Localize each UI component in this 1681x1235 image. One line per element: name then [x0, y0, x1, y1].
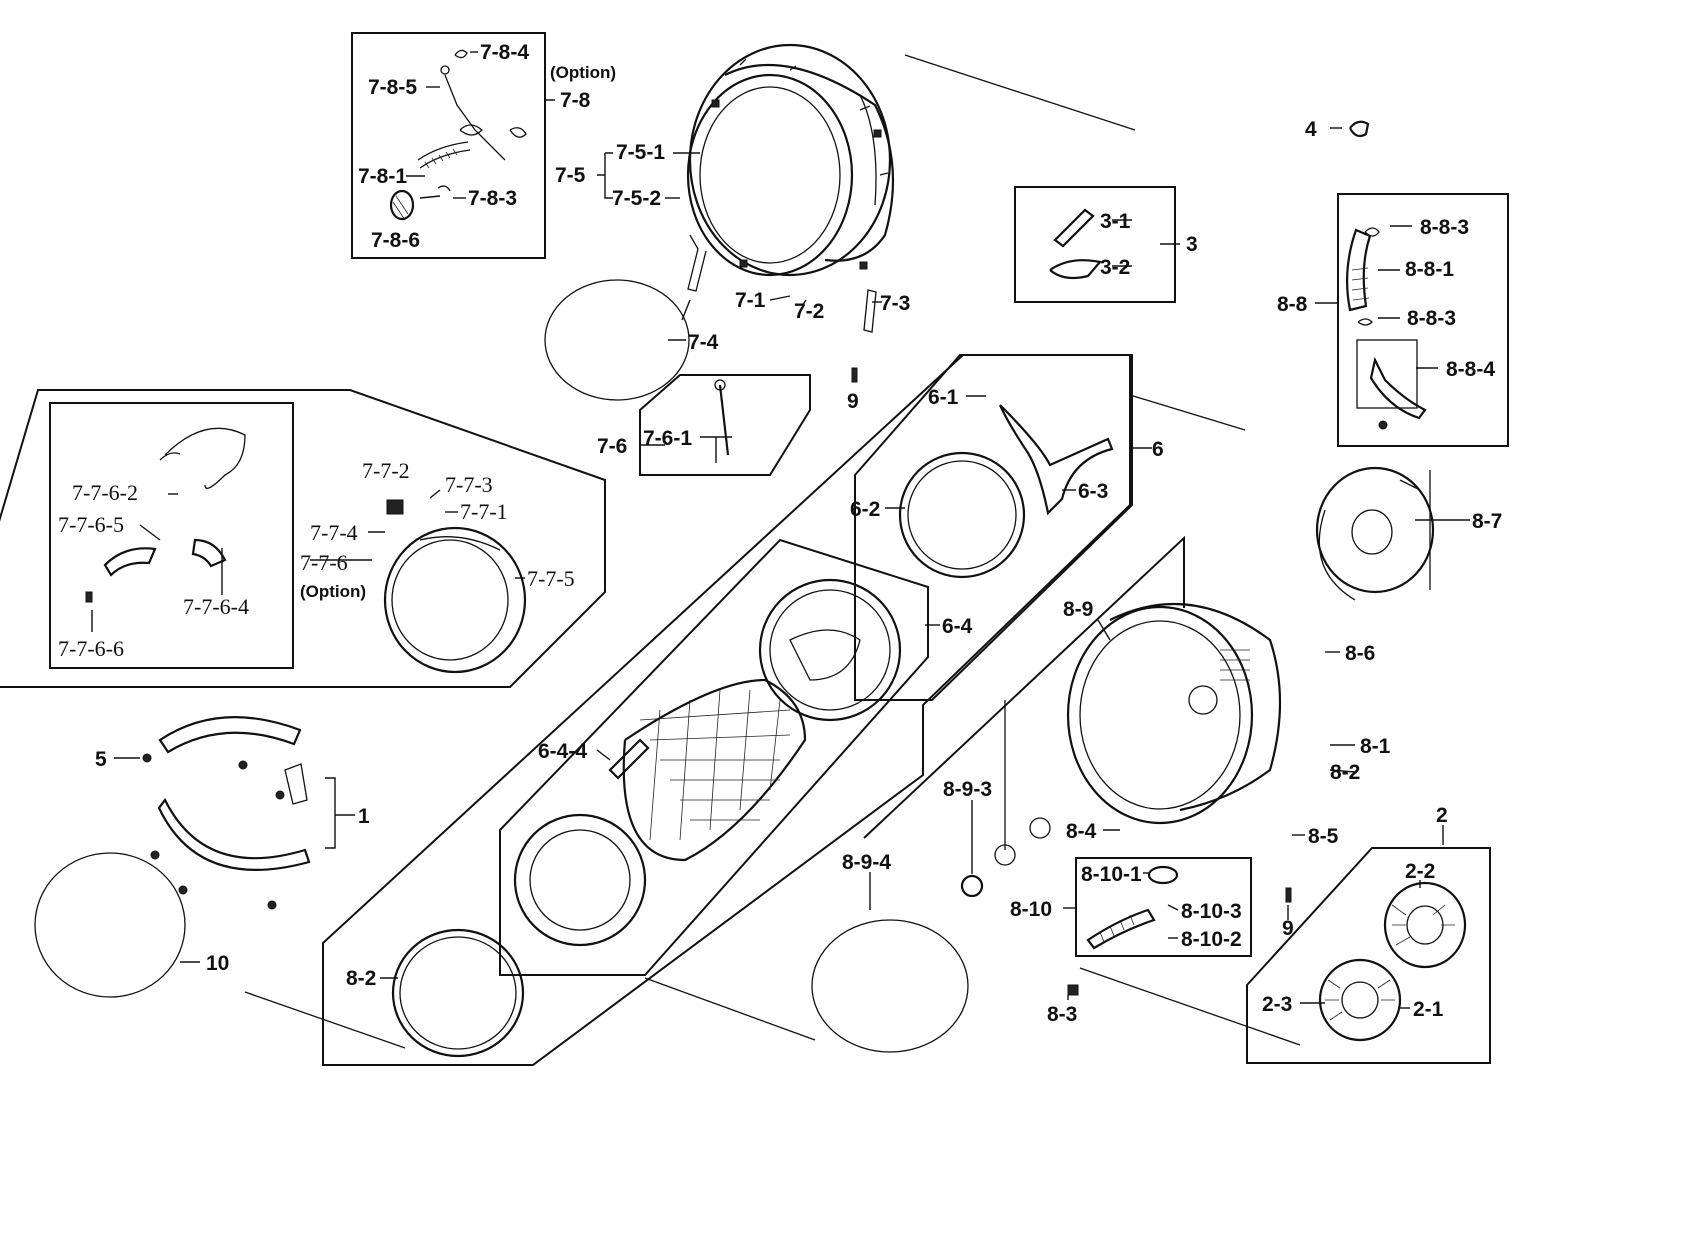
- label-8-10: 8-10: [1010, 898, 1052, 921]
- label-7-2: 7-2: [794, 300, 824, 323]
- label-7-7-6-5: 7-7-6-5: [58, 512, 124, 537]
- label-7-3: 7-3: [880, 292, 910, 315]
- label-7-8-4: 7-8-4: [480, 41, 529, 64]
- label-1: 1: [358, 805, 370, 828]
- part-7-4-ring: [544, 279, 690, 401]
- label-2-1: 2-1: [1413, 998, 1444, 1021]
- part-10-ring: [34, 852, 186, 998]
- box-8-8: [1337, 193, 1509, 447]
- label-7-8-5: 7-8-5: [368, 76, 417, 99]
- label-8-5: 8-5: [1308, 825, 1339, 848]
- box-6: [854, 354, 1133, 701]
- label-7-7-2: 7-7-2: [362, 458, 410, 483]
- part-1-frame: [34, 716, 311, 998]
- label-8-8-4: 8-8-4: [1446, 358, 1495, 381]
- label-7-8: 7-8: [560, 89, 591, 112]
- label-3-2: 3-2: [1100, 256, 1130, 279]
- label-6-1: 6-1: [928, 386, 959, 409]
- box-3: [1014, 186, 1176, 303]
- box-8-9: [811, 535, 1282, 1053]
- label-7-5-1: 7-5-1: [616, 141, 665, 164]
- box-6-4: [499, 538, 929, 976]
- label-3-1: 3-1: [1100, 210, 1131, 233]
- label-7-5: 7-5: [555, 164, 586, 187]
- label-5: 5: [95, 748, 107, 771]
- label-7-8-1: 7-8-1: [358, 165, 407, 188]
- label-7-4: 7-4: [688, 331, 719, 354]
- label-7-6: 7-6: [597, 435, 627, 458]
- label-8-10-3: 8-10-3: [1181, 900, 1242, 923]
- label-7-7-4: 7-7-4: [310, 520, 358, 545]
- label-7-7-6: 7-7-6: [300, 550, 348, 575]
- label-8-2b: 8-2: [346, 967, 376, 990]
- leaders: [91, 51, 1470, 1009]
- label-9a: 9: [847, 390, 859, 413]
- label-6-4: 6-4: [942, 615, 973, 638]
- label-8-9-4: 8-9-4: [842, 851, 891, 874]
- label-8-2a: 8-2: [1330, 761, 1360, 784]
- label-7-7-1: 7-7-1: [460, 499, 508, 524]
- label-7-7-6-2: 7-7-6-2: [72, 480, 138, 505]
- label-8-1: 8-1: [1360, 735, 1391, 758]
- label-8-8-3a: 8-8-3: [1420, 216, 1469, 239]
- label-7-6-1: 7-6-1: [643, 427, 692, 450]
- label-8-10-1: 8-10-1: [1081, 863, 1142, 886]
- label-2-3: 2-3: [1262, 993, 1292, 1016]
- label-option-top: (Option): [550, 63, 616, 82]
- label-10: 10: [206, 952, 229, 975]
- label-8-8: 8-8: [1277, 293, 1308, 316]
- label-option-mid: (Option): [300, 582, 366, 601]
- label-6-3: 6-3: [1078, 480, 1108, 503]
- box-7-7: [0, 389, 606, 688]
- label-8-9-3: 8-9-3: [943, 778, 992, 801]
- label-8-4: 8-4: [1066, 820, 1097, 843]
- label-8-9: 8-9: [1063, 598, 1093, 621]
- box-8-10: [1075, 857, 1252, 957]
- label-6-4-4: 6-4-4: [538, 740, 587, 763]
- label-7-1: 7-1: [735, 289, 766, 312]
- screws: [142, 367, 1292, 996]
- box-7-6: [639, 374, 811, 476]
- label-7-8-6: 7-8-6: [371, 229, 420, 252]
- part-front-tub: [681, 43, 895, 333]
- label-7-8-3: 7-8-3: [468, 187, 517, 210]
- label-2: 2: [1436, 804, 1448, 827]
- label-7-7-3: 7-7-3: [445, 472, 493, 497]
- label-6-2: 6-2: [850, 498, 880, 521]
- label-7-5-2: 7-5-2: [612, 187, 661, 210]
- box-7-8: [351, 32, 546, 259]
- box-8-2: [322, 354, 1131, 1066]
- label-2-2: 2-2: [1405, 860, 1435, 883]
- label-8-7: 8-7: [1472, 510, 1502, 533]
- label-8-10-2: 8-10-2: [1181, 928, 1242, 951]
- label-6: 6: [1152, 438, 1164, 461]
- part-4: [1349, 120, 1370, 138]
- label-7-7-6-4: 7-7-6-4: [183, 594, 249, 619]
- label-8-8-1: 8-8-1: [1405, 258, 1454, 281]
- label-4: 4: [1305, 118, 1317, 141]
- label-3: 3: [1186, 233, 1198, 256]
- part-8-7: [1315, 466, 1435, 601]
- label-8-6: 8-6: [1345, 642, 1375, 665]
- callout-labels: 7-8-4 (Option) 7-8-5 7-8 7-5-1 7-5 7-8-1…: [58, 41, 1502, 1026]
- box-2: [1246, 847, 1491, 1064]
- label-7-7-6-6: 7-7-6-6: [58, 636, 124, 661]
- label-8-8-3b: 8-8-3: [1407, 307, 1456, 330]
- label-7-7-5: 7-7-5: [527, 566, 575, 591]
- label-8-3: 8-3: [1047, 1003, 1077, 1026]
- guide-lines: [244, 54, 1431, 1049]
- label-9b: 9: [1282, 917, 1294, 940]
